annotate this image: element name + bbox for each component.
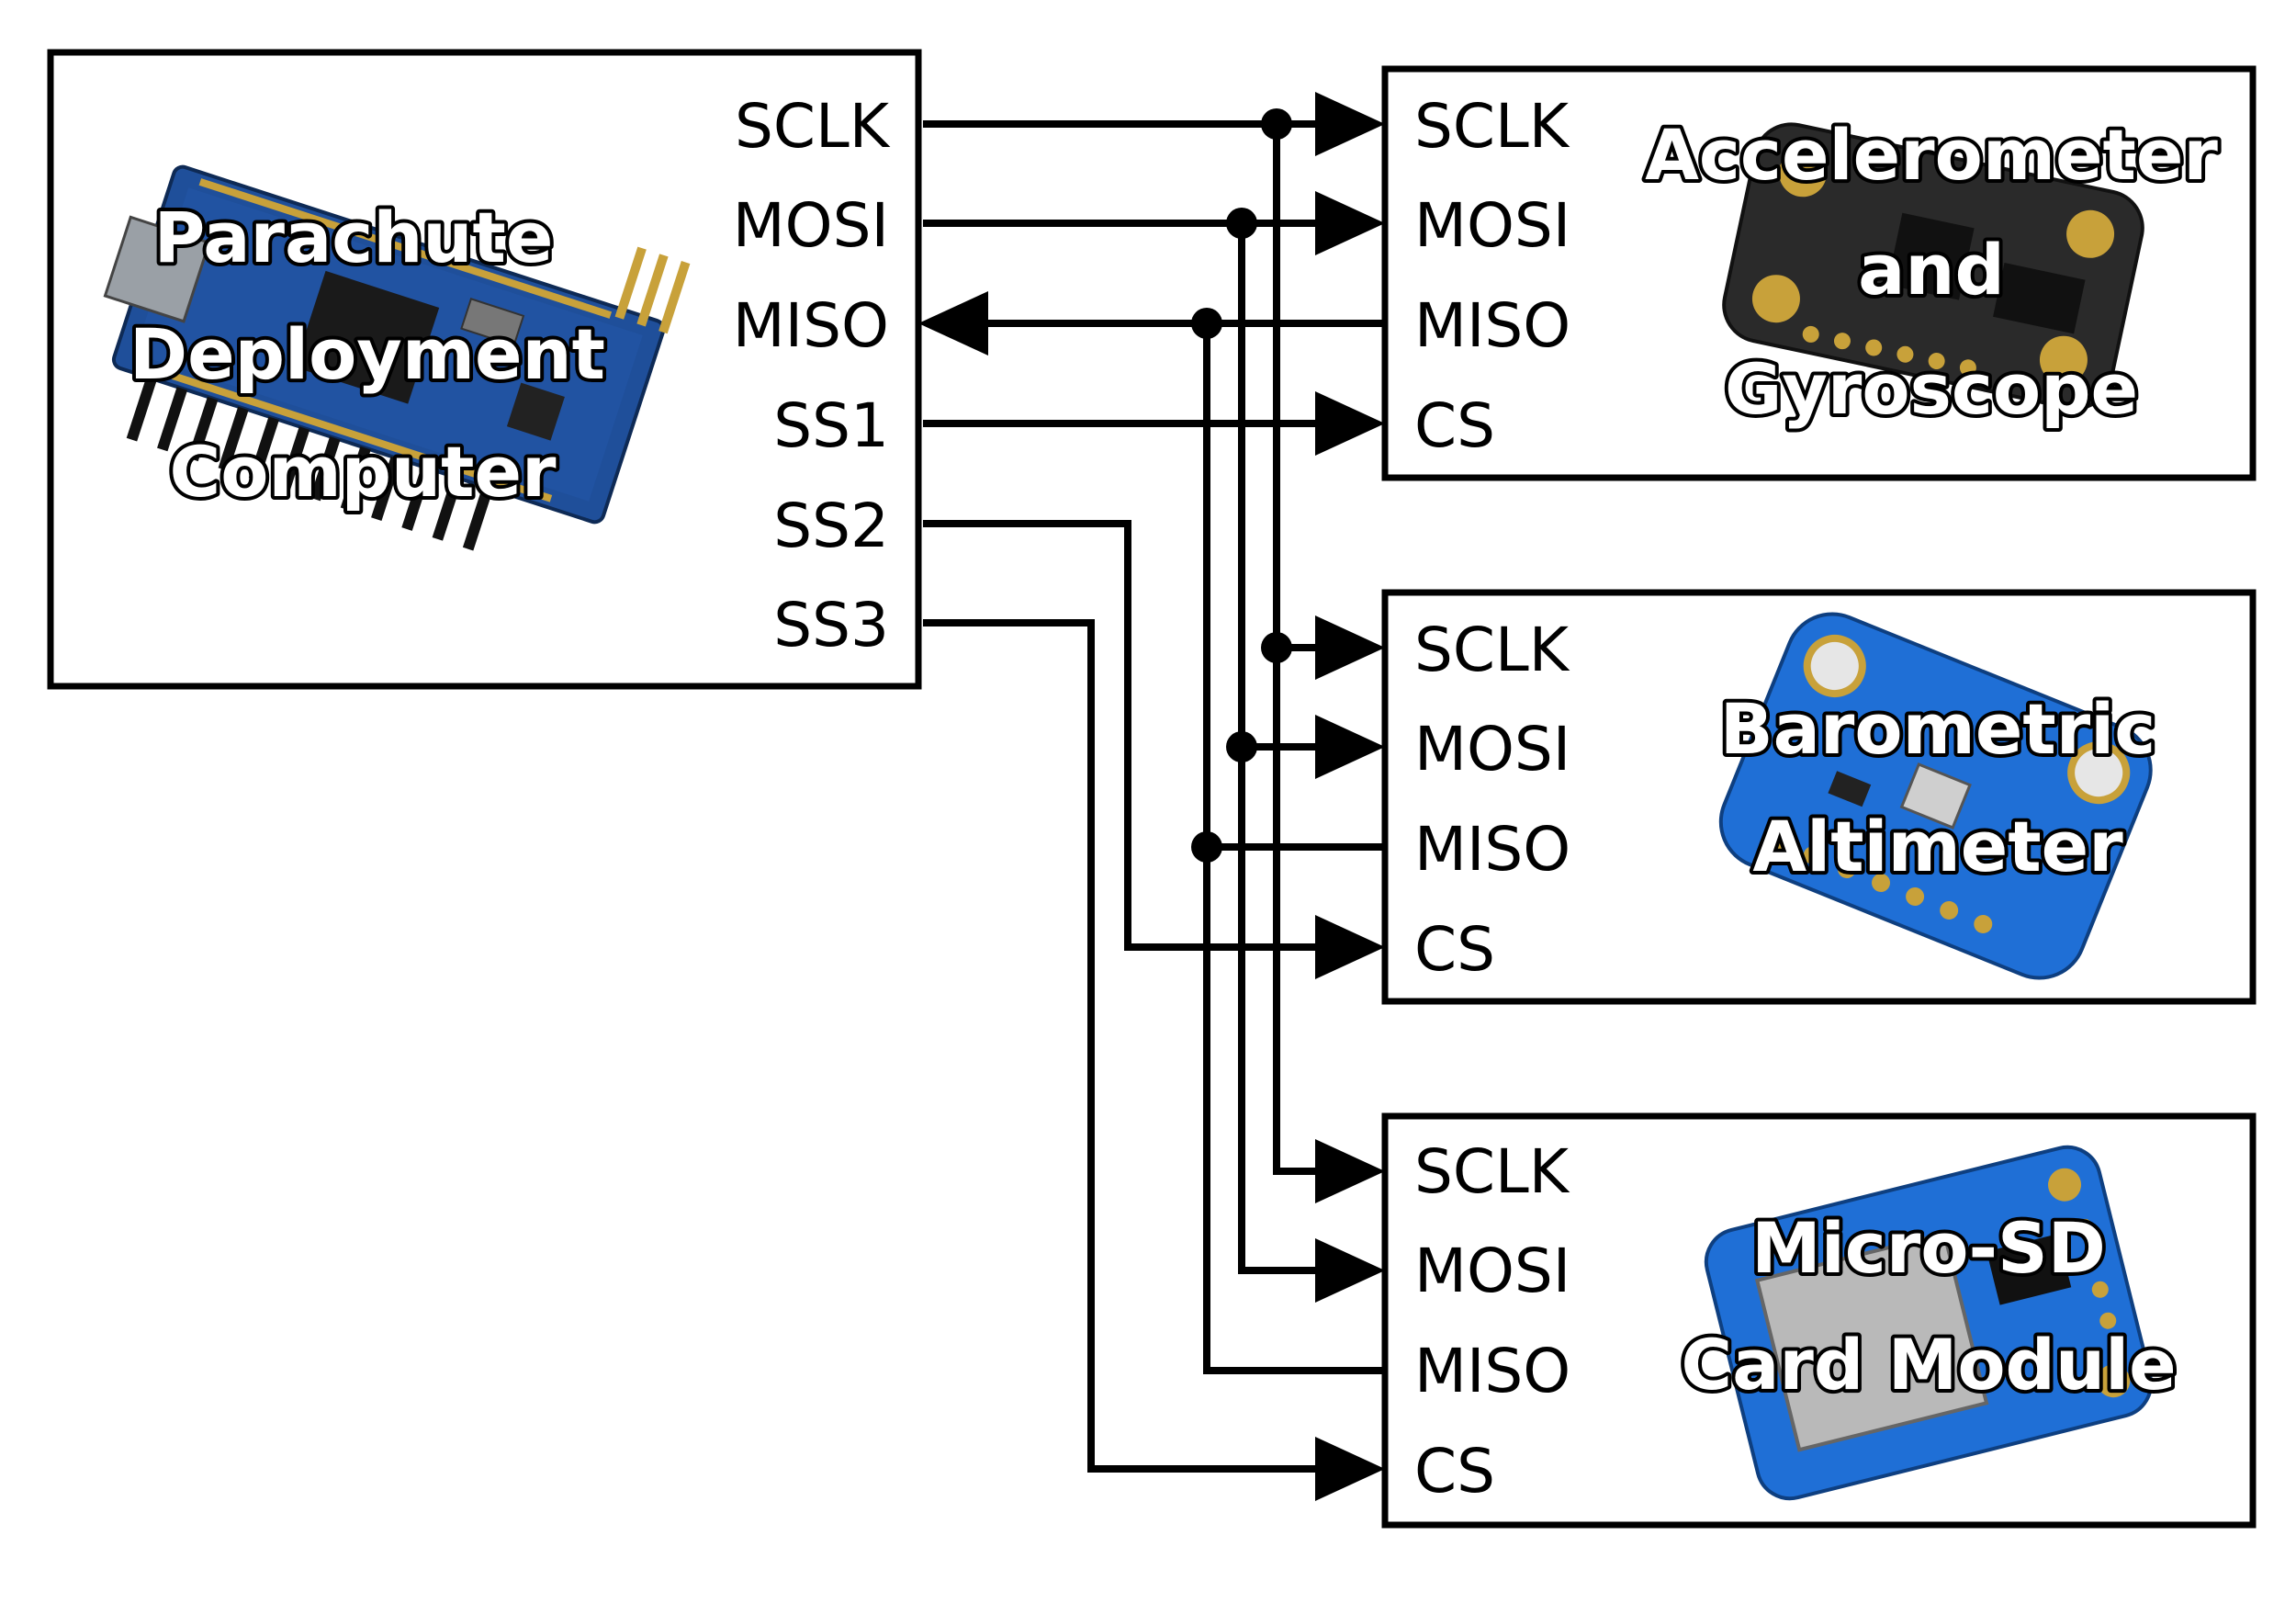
device-barometric-altimeter: Barometric Altimeter SCLK MOSI MISO CS [1381, 589, 2257, 1005]
device-2-pin-mosi: MOSI [1414, 714, 1570, 785]
device-2-title-line-2: Altimeter [1752, 806, 2123, 887]
device-1-pin-mosi: MOSI [1414, 190, 1570, 261]
junction-dots [1191, 108, 1292, 863]
device-1-pin-miso: MISO [1414, 290, 1570, 361]
device-1-pin-sclk: SCLK [1414, 91, 1570, 162]
arrow-mosi-dev1 [1315, 191, 1385, 255]
junction-mosi-2 [1226, 731, 1257, 762]
device-3-pin-cs: CS [1414, 1436, 1495, 1507]
controller-block: Parachute Deployment Computer SCLK MOSI … [47, 49, 922, 690]
junction-miso-2 [1191, 831, 1222, 863]
wire-sclk-bus [1273, 124, 1322, 1175]
sd-card-breakout-image [1704, 1145, 2154, 1501]
controller-title-line-1: Parachute [154, 197, 554, 278]
imu-breakout-image [1722, 122, 2144, 411]
barometer-breakout-image [1718, 612, 2153, 980]
controller-pin-ss1: SS1 [773, 390, 889, 461]
arrowheads [918, 92, 1385, 1501]
controller-pin-ss2: SS2 [773, 491, 889, 561]
controller-pin-mosi: MOSI [733, 190, 889, 261]
device-1-pin-cs: CS [1414, 390, 1495, 461]
device-2-pin-miso: MISO [1414, 814, 1570, 885]
device-2-pin-sclk: SCLK [1414, 615, 1570, 685]
arduino-nano-board-image [103, 164, 691, 551]
arrow-sclk-dev3 [1315, 1139, 1385, 1203]
arrow-sclk-dev2 [1315, 615, 1385, 680]
spi-wires [918, 92, 1385, 1501]
arrow-sclk-dev1 [1315, 92, 1385, 156]
device-3-pin-sclk: SCLK [1414, 1136, 1570, 1207]
junction-sclk-1 [1261, 108, 1292, 140]
junction-mosi-1 [1226, 208, 1257, 239]
device-3-pin-mosi: MOSI [1414, 1236, 1570, 1306]
device-2-pin-cs: CS [1414, 914, 1495, 985]
device-1-title-line-2: and [1858, 229, 2005, 310]
arrow-miso-controller [918, 291, 988, 356]
junction-miso-1 [1191, 308, 1222, 339]
controller-title-line-3: Computer [169, 431, 557, 513]
wire-miso-bus [1203, 323, 1385, 1374]
arrow-cs-dev1 [1315, 391, 1385, 456]
arrow-cs-dev2 [1315, 915, 1385, 979]
arrow-mosi-dev2 [1315, 715, 1385, 779]
arrow-cs-dev3 [1315, 1437, 1385, 1501]
device-3-pin-miso: MISO [1414, 1336, 1570, 1406]
wire-ss2-cs2 [923, 520, 1322, 951]
device-micro-sd-card-module: Micro-SD Card Module SCLK MOSI MISO CS [1381, 1112, 2257, 1529]
controller-pin-miso: MISO [733, 290, 889, 361]
device-3-title-line-1: Micro-SD [1751, 1207, 2106, 1289]
device-2-title-line-1: Barometric [1720, 688, 2156, 770]
device-1-title-line-1: Accelerometer [1645, 114, 2218, 196]
device-accelerometer-gyroscope: Accelerometer and Gyroscope SCLK MOSI MI… [1381, 65, 2257, 481]
wire-ss3-cs3 [923, 619, 1322, 1473]
device-1-title-line-3: Gyroscope [1725, 348, 2138, 430]
arrow-mosi-dev3 [1315, 1238, 1385, 1303]
controller-pin-ss3: SS3 [773, 590, 889, 660]
controller-pin-sclk: SCLK [735, 91, 891, 162]
wire-mosi-bus [1238, 223, 1322, 1274]
junction-sclk-2 [1261, 632, 1292, 663]
device-3-title-line-2: Card Module [1681, 1324, 2176, 1405]
controller-title-line-2: Deployment [129, 313, 605, 395]
